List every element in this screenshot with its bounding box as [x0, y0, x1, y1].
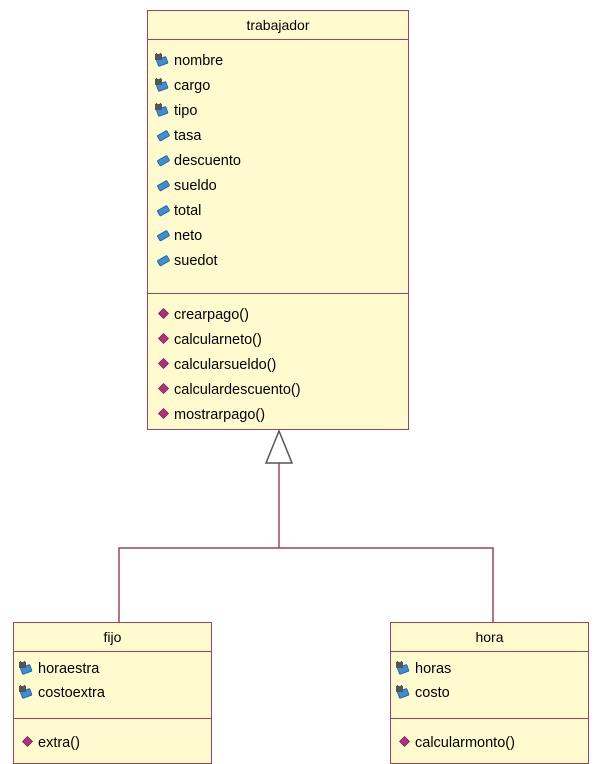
operation-row[interactable]: calculardescuento()	[148, 377, 408, 402]
private-attribute-icon	[18, 661, 38, 677]
operation-compartment: calcularmonto()	[391, 719, 588, 755]
attribute-row[interactable]: cargo	[148, 73, 408, 98]
private-attribute-icon	[18, 685, 38, 701]
public-operation-icon	[154, 307, 174, 323]
class-trabajador[interactable]: trabajador nombre cargo tipo tasa descuento s…	[147, 10, 409, 430]
public-attribute-icon	[154, 128, 174, 144]
attribute-label: costo	[415, 685, 450, 701]
operation-label: extra()	[38, 735, 80, 751]
class-hora[interactable]: hora horas costo calcularmonto()	[390, 622, 589, 764]
public-operation-icon	[154, 357, 174, 373]
private-attribute-icon	[154, 102, 174, 119]
attribute-row[interactable]: tipo	[148, 98, 408, 123]
attribute-row[interactable]: sueldo	[148, 173, 408, 198]
attribute-row[interactable]: total	[148, 198, 408, 223]
attribute-label: horas	[415, 661, 452, 677]
operation-compartment: extra()	[14, 719, 211, 755]
operation-row[interactable]: calcularmonto()	[391, 731, 588, 755]
operation-row[interactable]: mostrarpago()	[148, 402, 408, 427]
attribute-row[interactable]: horas	[391, 657, 588, 681]
attribute-label: cargo	[174, 77, 211, 94]
attribute-label: horaestra	[38, 661, 100, 677]
class-name: fijo	[14, 623, 211, 652]
private-attribute-icon	[395, 685, 415, 701]
attribute-row[interactable]: nombre	[148, 48, 408, 73]
attribute-row[interactable]: descuento	[148, 148, 408, 173]
public-operation-icon	[154, 332, 174, 348]
public-operation-icon	[18, 735, 38, 751]
inheritance-line-hora	[279, 547, 494, 622]
attribute-label: suedot	[174, 252, 218, 269]
public-attribute-icon	[154, 228, 174, 244]
operation-compartment: crearpago() calcularneto() calcularsueldo(…	[148, 294, 408, 427]
attribute-row[interactable]: horaestra	[14, 657, 211, 681]
private-attribute-icon	[154, 77, 174, 94]
public-attribute-icon	[154, 203, 174, 219]
class-name: trabajador	[148, 11, 408, 40]
attribute-row[interactable]: neto	[148, 223, 408, 248]
operation-label: calcularneto()	[174, 331, 262, 348]
attribute-row[interactable]: costo	[391, 681, 588, 705]
operation-row[interactable]: calcularneto()	[148, 327, 408, 352]
inheritance-line-fijo	[118, 547, 279, 622]
public-operation-icon	[154, 382, 174, 398]
attribute-label: nombre	[174, 52, 224, 69]
attribute-label: tipo	[174, 102, 198, 119]
class-name: hora	[391, 623, 588, 652]
attribute-label: neto	[174, 227, 203, 244]
attribute-compartment: horas costo	[391, 652, 588, 719]
attribute-label: sueldo	[174, 177, 217, 194]
operation-row[interactable]: calcularsueldo()	[148, 352, 408, 377]
operation-label: mostrarpago()	[174, 406, 266, 423]
private-attribute-icon	[395, 661, 415, 677]
public-attribute-icon	[154, 153, 174, 169]
class-fijo[interactable]: fijo horaestra costoextra extra()	[13, 622, 212, 764]
attribute-row[interactable]: tasa	[148, 123, 408, 148]
operation-label: calcularsueldo()	[174, 356, 277, 373]
operation-label: crearpago()	[174, 306, 249, 323]
operation-label: calcularmonto()	[415, 735, 515, 751]
public-operation-icon	[154, 407, 174, 423]
attribute-label: costoextra	[38, 685, 105, 701]
public-attribute-icon	[154, 178, 174, 194]
generalization-arrowhead	[264, 429, 294, 464]
attribute-label: total	[174, 202, 202, 219]
attribute-compartment: horaestra costoextra	[14, 652, 211, 719]
attribute-row[interactable]: costoextra	[14, 681, 211, 705]
private-attribute-icon	[154, 52, 174, 69]
attribute-compartment: nombre cargo tipo tasa descuento sueldo total n…	[148, 40, 408, 294]
operation-label: calculardescuento()	[174, 381, 301, 398]
attribute-row[interactable]: suedot	[148, 248, 408, 273]
public-attribute-icon	[154, 253, 174, 269]
operation-row[interactable]: extra()	[14, 731, 211, 755]
attribute-label: descuento	[174, 152, 241, 169]
attribute-label: tasa	[174, 127, 202, 144]
public-operation-icon	[395, 735, 415, 751]
operation-row[interactable]: crearpago()	[148, 302, 408, 327]
